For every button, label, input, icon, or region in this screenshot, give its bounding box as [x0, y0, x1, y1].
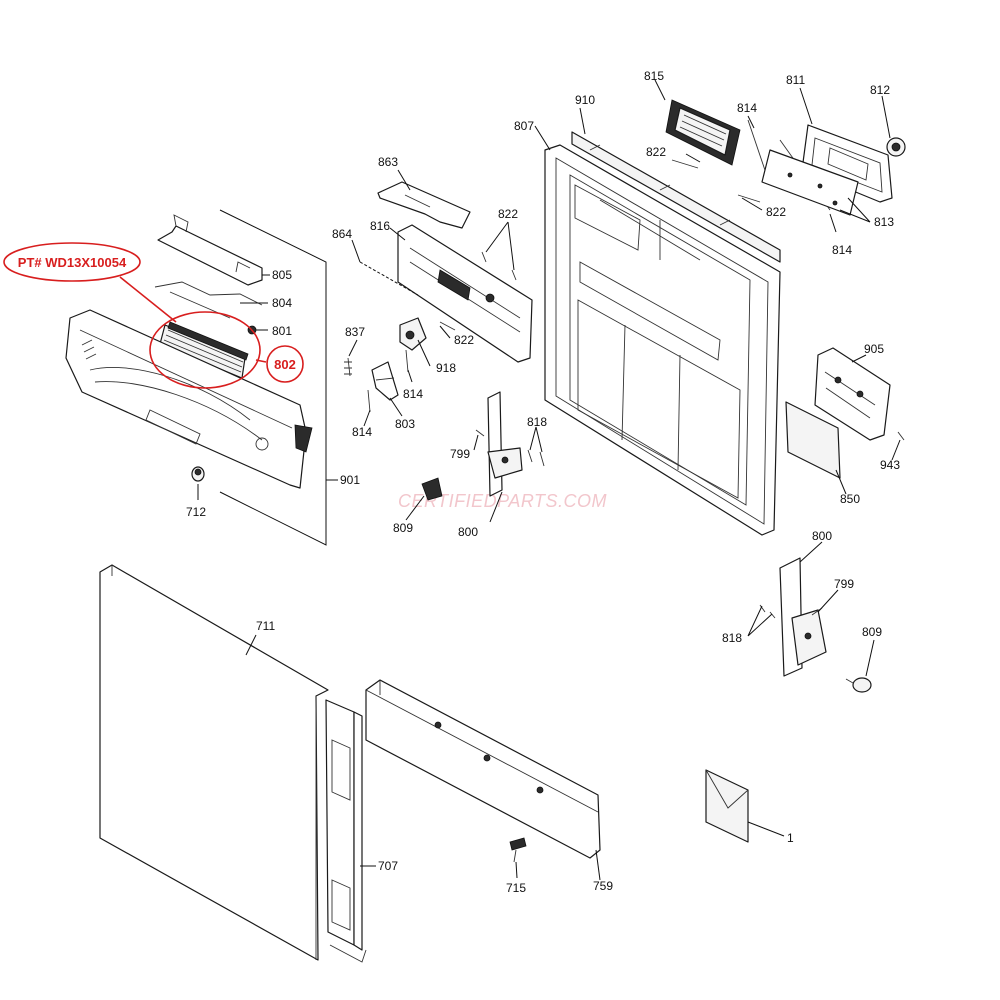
label-816: 816 — [370, 219, 390, 233]
part-809-bumper-right — [845, 677, 872, 693]
part-811-dispenser — [801, 124, 893, 203]
label-759: 759 — [593, 879, 613, 893]
label-799-left: 799 — [450, 447, 470, 461]
part-number-callout: PT# WD13X10054 802 — [3, 242, 304, 389]
label-804: 804 — [272, 296, 292, 310]
part-850-panel — [785, 401, 841, 479]
label-801: 801 — [272, 324, 292, 338]
label-811: 811 — [786, 73, 805, 87]
part-800-hinge-left — [487, 391, 523, 497]
label-850: 850 — [840, 492, 860, 506]
label-807: 807 — [514, 119, 534, 133]
label-812: 812 — [870, 83, 890, 97]
part-805-bracket — [157, 214, 263, 286]
label-815: 815 — [644, 69, 664, 83]
label-822-mid: 822 — [498, 207, 518, 221]
label-814-top: 814 — [737, 101, 757, 115]
label-711: 711 — [256, 619, 275, 633]
watermark: CERTIFIEDPARTS.COM — [398, 491, 607, 511]
part-803-arm — [371, 361, 399, 401]
part-1-literature — [705, 769, 749, 843]
part-711-outer-door — [99, 564, 329, 961]
part-707-side-trim — [325, 699, 367, 963]
label-818-left: 818 — [527, 415, 547, 429]
label-837: 837 — [345, 325, 365, 339]
label-905: 905 — [864, 342, 884, 356]
callout-highlighted-part: 802 — [274, 357, 296, 372]
label-910: 910 — [575, 93, 595, 107]
part-863-bracket — [377, 181, 471, 229]
part-715-screw — [509, 837, 527, 863]
label-822-right: 822 — [766, 205, 786, 219]
label-943: 943 — [880, 458, 900, 472]
label-1: 1 — [787, 831, 794, 845]
label-901: 901 — [340, 473, 360, 487]
part-918-switch — [399, 317, 427, 351]
label-864: 864 — [332, 227, 352, 241]
label-814-right: 814 — [832, 243, 852, 257]
label-805: 805 — [272, 268, 292, 282]
part-815-vent — [665, 99, 741, 166]
label-712: 712 — [186, 505, 206, 519]
callout-part-number: PT# WD13X10054 — [18, 255, 127, 270]
label-715: 715 — [506, 881, 526, 895]
label-803: 803 — [395, 417, 415, 431]
label-707: 707 — [378, 859, 398, 873]
control-panel-group — [65, 209, 338, 546]
part-800-hinge-right — [779, 557, 827, 677]
leader-lines — [245, 79, 901, 881]
label-818-right: 818 — [722, 631, 742, 645]
label-799-right: 799 — [834, 577, 854, 591]
label-822-top: 822 — [646, 145, 666, 159]
part-812-cap — [886, 137, 906, 157]
part-816-board — [397, 224, 533, 363]
label-814-mid: 814 — [403, 387, 423, 401]
label-809-left: 809 — [393, 521, 413, 535]
label-800-left: 800 — [458, 525, 478, 539]
label-809-right: 809 — [862, 625, 882, 639]
part-813-cover — [761, 149, 859, 216]
part-712-knob — [191, 466, 205, 482]
label-814-left: 814 — [352, 425, 372, 439]
label-800-right: 800 — [812, 529, 832, 543]
part-number-labels: 910 815 811 812 807 814 822 822 813 814 … — [186, 69, 900, 895]
part-802-grille — [159, 321, 249, 379]
label-918: 918 — [436, 361, 456, 375]
part-759-kick-plate — [365, 679, 601, 859]
part-901-console — [65, 309, 313, 489]
label-863: 863 — [378, 155, 398, 169]
part-905-bracket — [814, 347, 891, 441]
part-910-strip — [571, 131, 781, 263]
label-813: 813 — [874, 215, 894, 229]
label-822-low: 822 — [454, 333, 474, 347]
part-809-bumper-left — [421, 477, 443, 501]
part-807-inner-door — [544, 144, 781, 536]
